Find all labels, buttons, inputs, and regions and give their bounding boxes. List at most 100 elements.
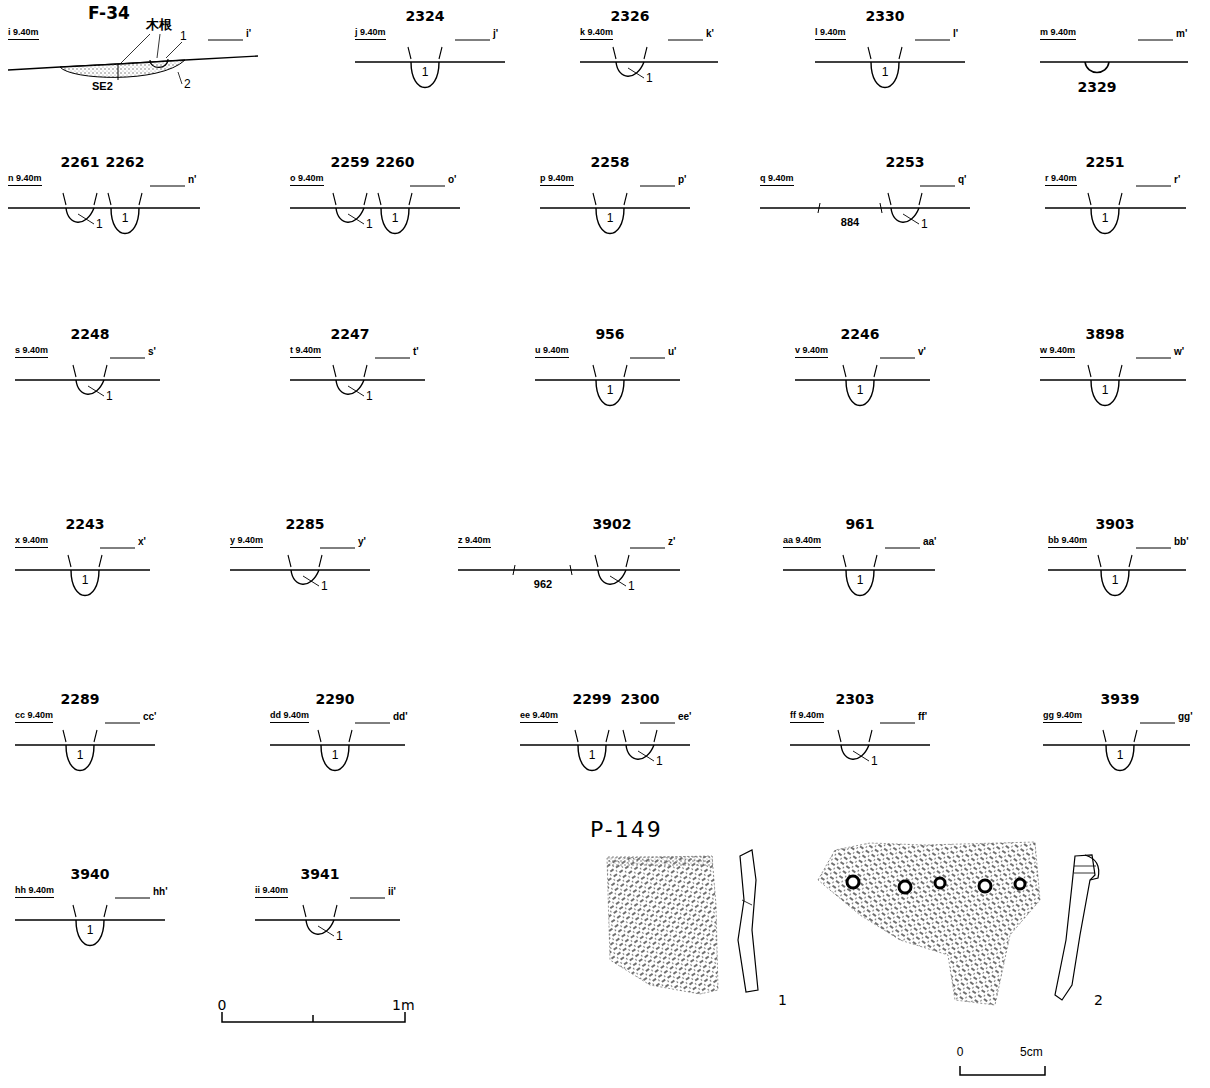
section-reference: p 9.40m [540, 173, 574, 186]
section-reference: t' [413, 346, 419, 357]
annotation: 962 [534, 578, 552, 590]
section-reference: i' [246, 28, 251, 39]
section-stroke [105, 723, 140, 724]
section-stroke [8, 207, 200, 208]
section-stroke [1091, 208, 1119, 234]
section-reference: z' [668, 536, 675, 547]
section-stroke [610, 576, 626, 586]
layer-number: 1 [366, 390, 373, 403]
section-stroke [178, 72, 182, 84]
section-reference: w' [1174, 346, 1184, 357]
scale-label: 5cm [1020, 1046, 1043, 1059]
layer-number: 1 [332, 749, 339, 762]
section-stroke [640, 186, 675, 187]
section-reference: v' [918, 346, 926, 357]
feature-number: 3898 [1086, 327, 1125, 342]
artifact-number: 2 [1094, 993, 1103, 1008]
scale-label: 0 [957, 1046, 964, 1059]
layer-number: 1 [1102, 212, 1109, 225]
feature-number: 2303 [836, 692, 875, 707]
section-reference: aa 9.40m [783, 535, 821, 548]
section-stroke [638, 751, 654, 761]
section-stroke [540, 207, 690, 208]
section-stroke [111, 208, 139, 234]
layer-number: 1 [82, 574, 89, 587]
section-stroke [595, 555, 629, 567]
section-stroke [843, 365, 877, 377]
section-stroke [348, 386, 364, 396]
section-stroke [15, 569, 150, 570]
section-reference: o 9.40m [290, 173, 324, 186]
section-stroke [1045, 207, 1186, 208]
section-stroke [1106, 745, 1134, 771]
section-stroke [355, 723, 390, 724]
annotation: 2 [184, 78, 191, 91]
section-stroke [1048, 569, 1186, 570]
section-stroke [593, 365, 627, 377]
pit-title: P-149 [590, 818, 663, 842]
section-stroke [1136, 358, 1171, 359]
section-stroke [613, 47, 647, 59]
section-stroke [596, 380, 624, 406]
section-stroke [88, 386, 104, 396]
section-stroke [73, 365, 107, 377]
section-reference: u' [668, 346, 677, 357]
section-stroke [381, 208, 409, 234]
section-reference: l 9.40m [815, 27, 846, 40]
section-reference: j 9.40m [355, 27, 386, 40]
section-stroke [150, 59, 168, 67]
section-reference: m' [1176, 28, 1187, 39]
section-reference: r 9.40m [1045, 173, 1077, 186]
section-stroke [520, 744, 690, 745]
annotation: 2329 [1078, 80, 1117, 95]
layer-number: 1 [607, 384, 614, 397]
section-reference: k' [706, 28, 714, 39]
scale-label: 1m [392, 998, 415, 1013]
layer-number: 1 [857, 384, 864, 397]
section-reference: u 9.40m [535, 345, 569, 358]
section-reference: bb' [1174, 536, 1189, 547]
section-stroke [1136, 548, 1171, 549]
section-stroke [115, 898, 150, 899]
section-stroke [348, 214, 364, 224]
feature-number: 2243 [66, 517, 105, 532]
section-stroke [320, 548, 355, 549]
section-stroke [818, 203, 820, 213]
section-stroke [815, 61, 965, 62]
section-stroke [1140, 723, 1175, 724]
section-stroke [15, 744, 155, 745]
section-stroke [880, 358, 915, 359]
section-reference: s 9.40m [15, 345, 48, 358]
section-stroke [513, 565, 515, 575]
section-stroke [255, 919, 400, 920]
section-stroke [846, 570, 874, 596]
section-reference: r' [1174, 174, 1180, 185]
feature-number: 2258 [591, 155, 630, 170]
section-stroke [318, 926, 334, 936]
section-stroke [915, 40, 950, 41]
feature-number: 2259 [331, 155, 370, 170]
layer-number: 1 [921, 218, 928, 231]
section-stroke [333, 193, 367, 205]
layer-number: 1 [366, 218, 373, 231]
feature-number: 2247 [331, 327, 370, 342]
artifact-number: 1 [778, 993, 787, 1008]
feature-number: 3940 [71, 867, 110, 882]
section-reference: bb 9.40m [1048, 535, 1087, 548]
feature-number: 2285 [286, 517, 325, 532]
section-reference: v 9.40m [795, 345, 828, 358]
section-stroke [1103, 730, 1137, 742]
section-stroke [596, 208, 624, 234]
section-reference: ff 9.40m [790, 710, 824, 723]
section-reference: dd 9.40m [270, 710, 309, 723]
layer-number: 1 [77, 749, 84, 762]
section-stroke [350, 898, 385, 899]
section-stroke [1101, 570, 1129, 596]
section-reference: y 9.40m [230, 535, 263, 548]
section-stroke [846, 380, 874, 406]
feature-number: 3902 [593, 517, 632, 532]
feature-number: 3941 [301, 867, 340, 882]
feature-title: F-34 [88, 4, 130, 23]
annotation: SE2 [92, 80, 113, 92]
section-stroke [303, 576, 319, 586]
